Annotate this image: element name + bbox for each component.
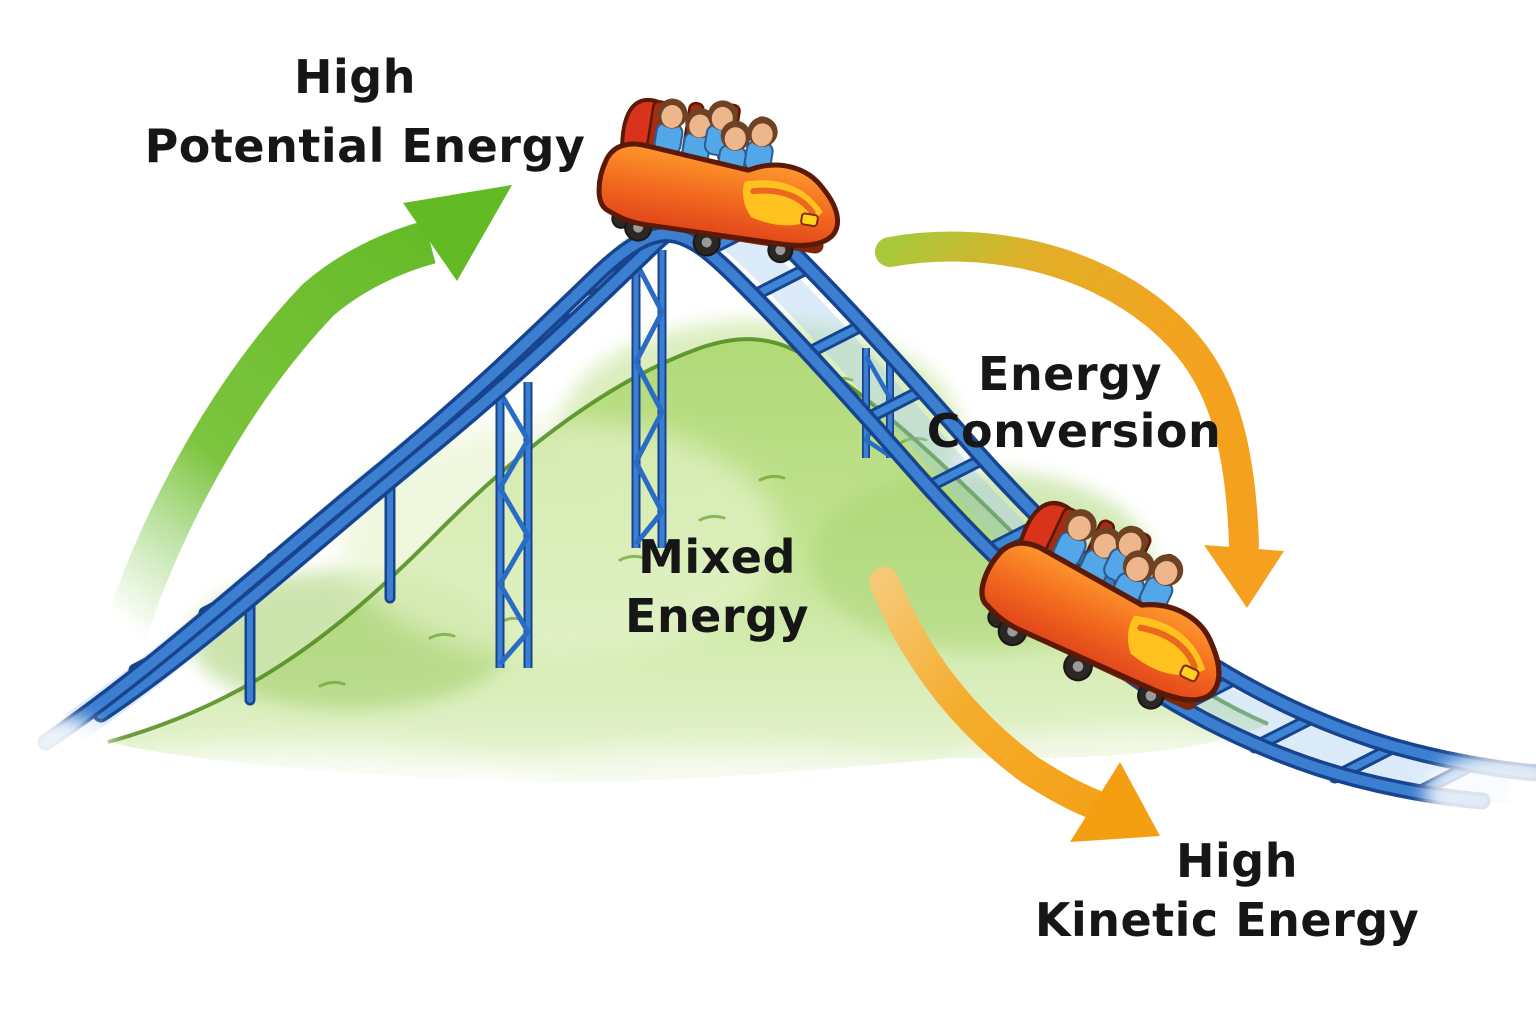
label-high-kinetic-line1: High: [1176, 834, 1298, 888]
kinetic-energy-arrow-icon: [869, 567, 1160, 842]
track-rail-front: [37, 225, 1491, 810]
label-high-potential-energy: High Potential Energy: [145, 50, 586, 173]
label-energy-conversion-line2: Conversion: [927, 404, 1221, 458]
label-high-kinetic-line2: Kinetic Energy: [1035, 893, 1419, 947]
roller-coaster-track: [0, 197, 1536, 840]
label-high-potential-line1: High: [294, 50, 416, 104]
track-support-truss-center: [631, 250, 667, 548]
label-mixed-energy-line2: Energy: [625, 589, 809, 643]
track-support-posts: [244, 466, 396, 706]
label-energy-conversion-line1: Energy: [978, 347, 1162, 401]
label-energy-conversion: Energy Conversion: [927, 347, 1221, 458]
label-high-kinetic-energy: High Kinetic Energy: [1035, 834, 1419, 947]
label-mixed-energy-line1: Mixed: [638, 530, 796, 584]
label-mixed-energy: Mixed Energy: [625, 530, 809, 643]
conversion-arrow-icon: [875, 231, 1284, 608]
track-rail-rear: [92, 197, 1536, 782]
track-support-truss-left: [495, 382, 533, 668]
potential-energy-arrow-icon: [98, 185, 512, 655]
label-high-potential-line2: Potential Energy: [145, 119, 586, 173]
